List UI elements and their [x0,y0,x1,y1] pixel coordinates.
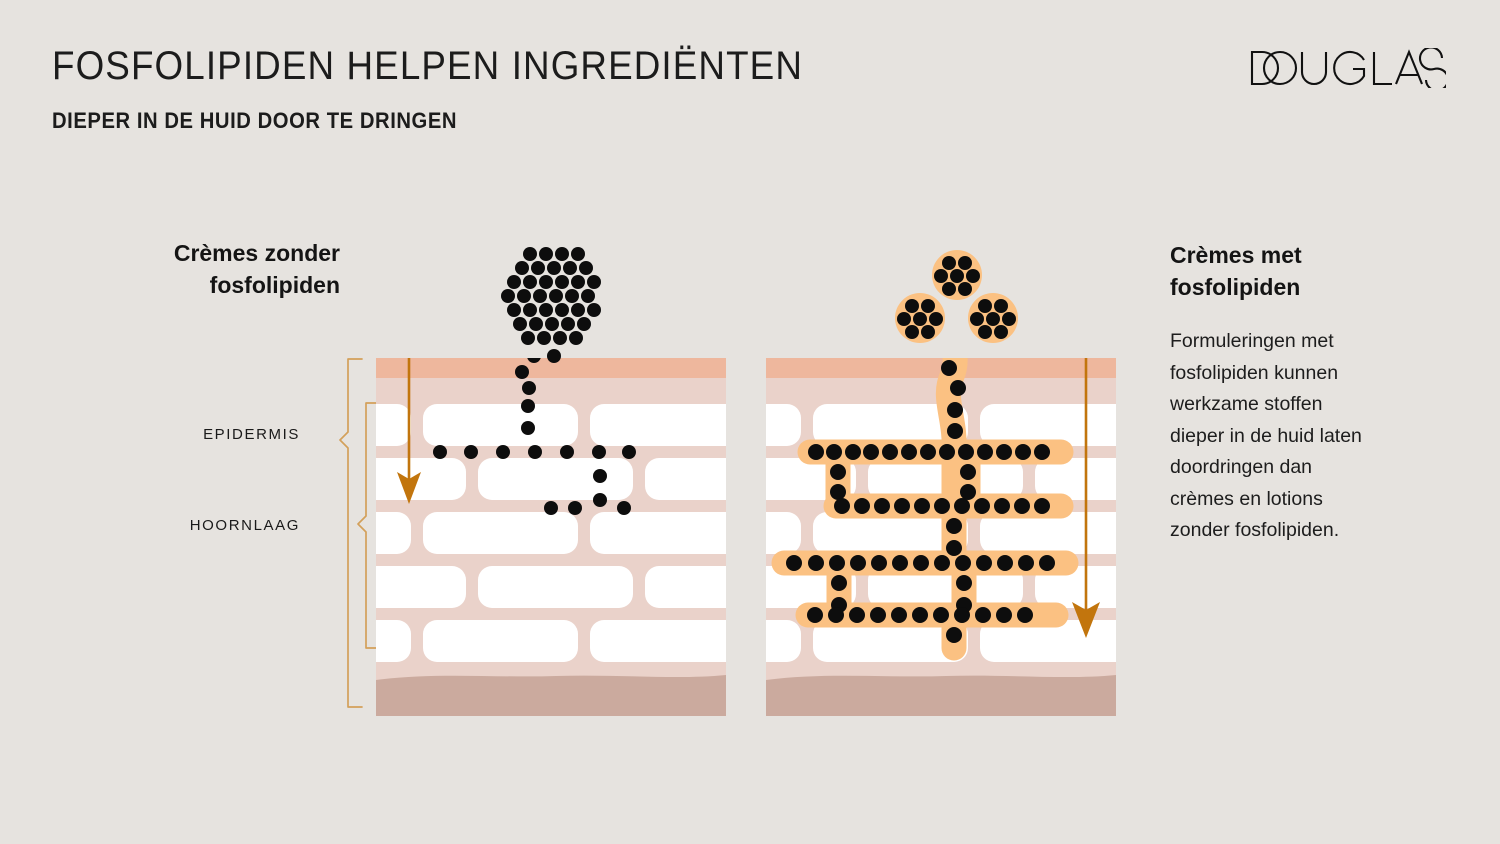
skin-diagram-without-phospholipids [376,358,726,716]
penetration-arrow-shallow [397,358,421,504]
label-hoornlaag: HOORNLAAG [189,517,300,534]
capsule-right [968,293,1018,343]
ingredient-cluster-plain [501,247,601,363]
phospholipid-encapsulated-clusters [895,250,1018,343]
douglas-logo [1250,48,1446,88]
ingredient-dot-trail [786,360,1055,643]
page-title: FOSFOLIPIDEN HELPEN INGREDIËNTEN [52,44,804,88]
left-column-heading: Crèmes zonder fosfolipiden [173,240,340,298]
right-column-heading: Crèmes met fosfolipiden [1170,242,1302,300]
skin-layer-brackets [339,358,377,708]
label-epidermis: EPIDERMIS [203,426,300,443]
penetration-arrow-deep [1072,358,1100,638]
capsule-top [932,250,982,300]
capsule-left [895,293,945,343]
page-subtitle: DIEPER IN DE HUID DOOR TE DRINGEN [52,108,458,133]
right-column-body: Formuleringen met fosfolipiden kunnen we… [1170,330,1362,542]
skin-diagram-with-phospholipids [766,358,1116,716]
